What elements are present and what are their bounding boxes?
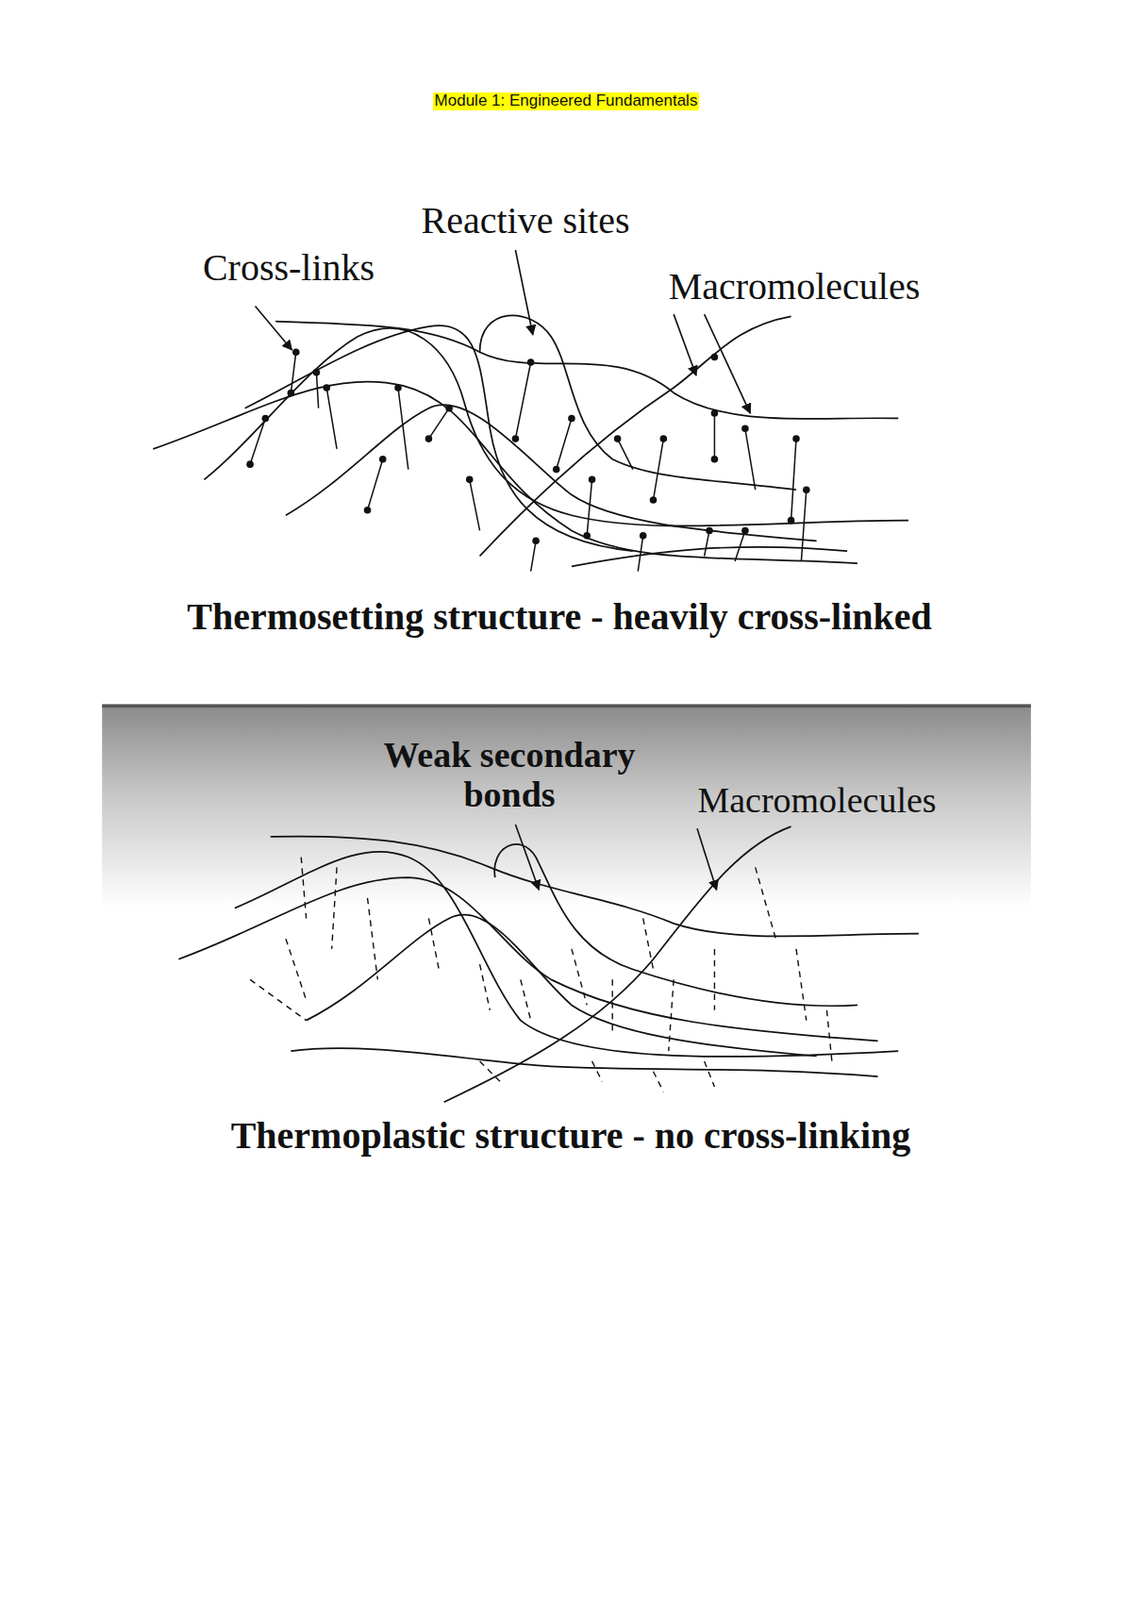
callout-label: Reactive sites xyxy=(420,199,630,242)
callout-label: Cross-links xyxy=(202,247,375,289)
figure-caption: Thermosetting structure - heavily cross-… xyxy=(186,596,933,638)
weak-secondary-bond-lines xyxy=(249,857,833,1093)
callout-label: Macromolecules xyxy=(697,781,936,821)
band-edge xyxy=(101,704,1032,708)
leader-arrows xyxy=(515,824,716,890)
callout-label: Weak secondary bonds xyxy=(353,735,666,816)
cross-link-segments xyxy=(249,351,807,572)
page-header: Module 1: Engineered Fundamentals xyxy=(432,92,700,111)
callout-label: Macromolecules xyxy=(668,266,921,308)
thermoplastic-chains xyxy=(178,826,918,1102)
reactive-site-dots xyxy=(246,348,810,545)
thermoset-chains xyxy=(152,315,909,566)
gray-band xyxy=(101,703,1032,908)
figure-caption: Thermoplastic structure - no cross-linki… xyxy=(231,1115,912,1157)
